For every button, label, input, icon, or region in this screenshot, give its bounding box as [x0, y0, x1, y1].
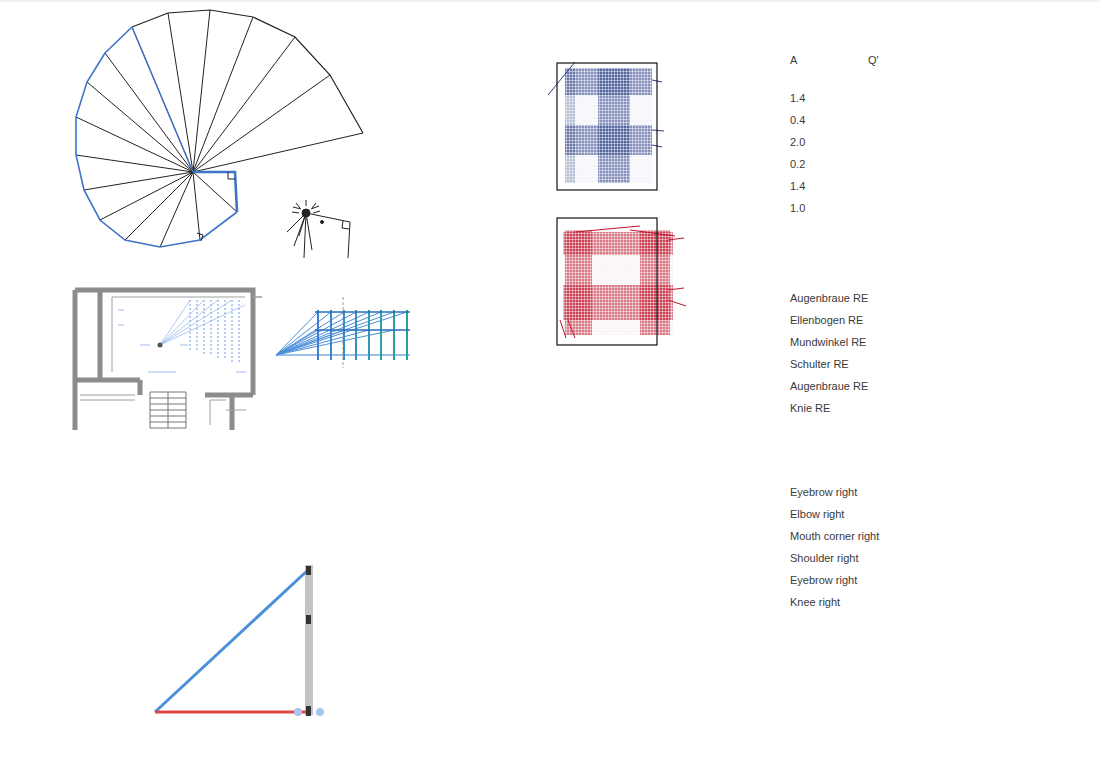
value-cell: 0.2 — [790, 157, 805, 171]
right-angle-mark — [228, 172, 235, 179]
textile-fringe — [548, 62, 664, 147]
fan-axis — [343, 297, 344, 368]
sun-frame — [306, 213, 350, 258]
page-edge — [0, 1, 1100, 2]
body-point-label: Knee right — [790, 595, 840, 609]
sun-lines — [287, 213, 312, 258]
plan-marks — [118, 310, 246, 372]
fan-bar — [355, 310, 357, 360]
red-textile — [557, 218, 686, 345]
fan-bar — [380, 310, 382, 360]
body-point-label: Mundwinkel RE — [790, 335, 866, 349]
right-angle-mark — [197, 233, 203, 241]
body-point-label: Eyebrow right — [790, 573, 857, 587]
textile-weave — [565, 68, 652, 183]
value-cell: 0.4 — [790, 113, 805, 127]
value-cell: 1.4 — [790, 91, 805, 105]
body-point-label: Augenbraue RE — [790, 291, 868, 305]
sight-fan — [276, 297, 410, 368]
body-point-label: Ellenbogen RE — [790, 313, 863, 327]
fan-bar — [393, 310, 395, 360]
sun-point — [321, 221, 324, 224]
stair-outline-blue — [76, 27, 237, 247]
plan-sightlines — [190, 300, 239, 362]
foot-dot — [294, 708, 302, 716]
body-point-label: Augenbraue RE — [790, 379, 868, 393]
body-point-label: Knie RE — [790, 401, 830, 415]
plan-fan — [160, 300, 245, 345]
value-cell: 1.0 — [790, 201, 805, 215]
stair-spoke-blue — [132, 27, 193, 172]
body-point-label: Elbow right — [790, 507, 844, 521]
height-triangle — [155, 565, 324, 716]
foot-dot — [316, 708, 324, 716]
stair-landing — [193, 172, 237, 212]
blue-textile — [548, 62, 664, 190]
baseline — [155, 711, 308, 714]
fan-bar — [317, 310, 319, 360]
column-header: A — [790, 53, 797, 67]
textile-frame — [557, 63, 657, 190]
hypotenuse — [155, 570, 308, 712]
fan-bar — [368, 310, 370, 360]
plan-point — [158, 343, 163, 348]
pole — [305, 565, 313, 715]
pole-marker — [306, 566, 311, 575]
sun-rays — [292, 200, 320, 213]
plan-inner — [80, 297, 246, 425]
floor-plan — [75, 290, 262, 430]
plan-extension — [253, 296, 262, 298]
textile-frame — [557, 218, 657, 345]
body-point-label: Eyebrow right — [790, 485, 857, 499]
body-point-label: Schulter RE — [790, 357, 849, 371]
right-angle-mark — [342, 221, 349, 229]
fan-bar — [406, 310, 408, 360]
plan-stairs — [150, 392, 186, 428]
fan-bar — [330, 310, 332, 360]
textile-fringe — [560, 226, 686, 338]
pole-marker — [306, 706, 311, 716]
value-cell: 2.0 — [790, 135, 805, 149]
fan-rays — [276, 312, 407, 355]
body-point-label: Shoulder right — [790, 551, 859, 565]
plan-walls — [75, 290, 253, 430]
value-cell: 1.4 — [790, 179, 805, 193]
pole-marker — [306, 615, 311, 624]
stair-outline — [132, 10, 363, 133]
fan-ticks — [315, 312, 410, 330]
stair-spokes — [76, 10, 363, 247]
body-point-label: Mouth corner right — [790, 529, 879, 543]
spiral-staircase — [76, 10, 363, 247]
plan-ground — [75, 290, 253, 430]
textile-cloth — [565, 68, 652, 183]
fan-bar — [343, 310, 345, 360]
column-header: Q' — [868, 53, 879, 67]
sun-sketch — [287, 200, 350, 258]
